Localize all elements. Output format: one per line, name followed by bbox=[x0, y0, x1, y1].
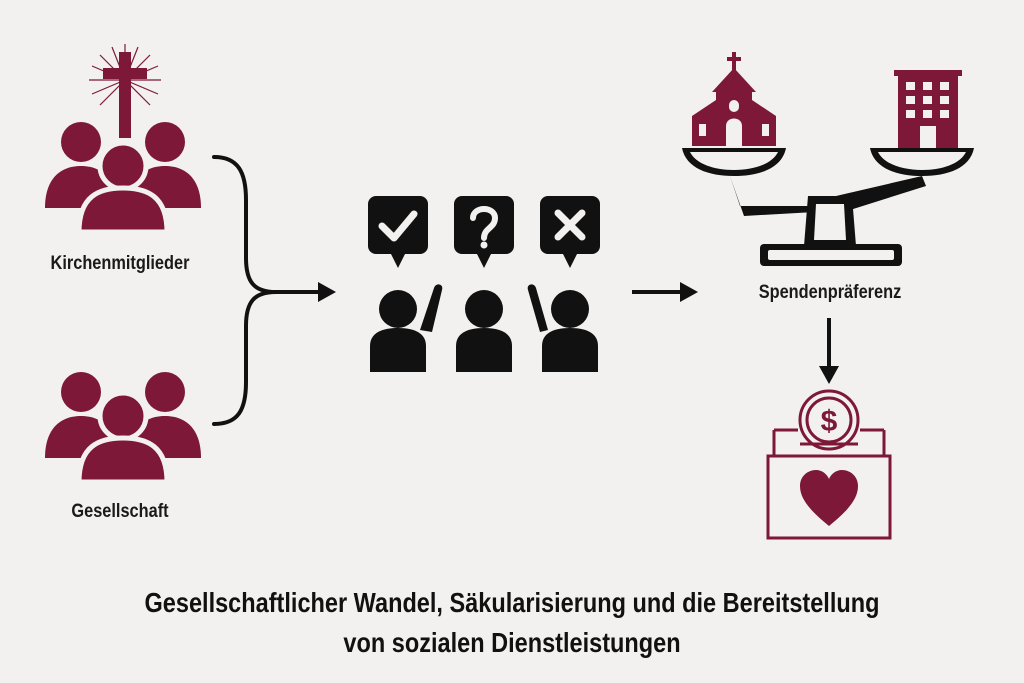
church-members-icon bbox=[45, 44, 201, 232]
person-middle-icon bbox=[456, 290, 512, 372]
dollar-icon: $ bbox=[821, 405, 838, 438]
caption-line-2: von sozialen Dienstleistungen bbox=[343, 627, 681, 658]
balance-scale-icon bbox=[682, 52, 974, 266]
arrow-down bbox=[819, 318, 839, 384]
check-bubble-icon bbox=[368, 196, 428, 268]
society-icon bbox=[45, 372, 201, 482]
arrow-head bbox=[318, 282, 336, 302]
donation-preference-label: Spendenpräferenz bbox=[758, 282, 902, 303]
society-label: Gesellschaft bbox=[71, 501, 169, 522]
diagram-caption: Gesellschaftlicher Wandel, Säkularisieru… bbox=[99, 583, 926, 663]
donation-box-icon: $ bbox=[766, 389, 892, 540]
voting-people-icon bbox=[368, 196, 600, 372]
heart-icon bbox=[800, 470, 858, 526]
building-icon bbox=[894, 70, 962, 148]
cross-bubble-icon bbox=[540, 196, 600, 268]
merge-brace bbox=[212, 155, 320, 426]
caption-line-1: Gesellschaftlicher Wandel, Säkularisieru… bbox=[144, 587, 880, 618]
person-right-icon bbox=[527, 284, 598, 372]
question-bubble-icon bbox=[454, 196, 514, 268]
person-left-icon bbox=[370, 284, 443, 372]
arrow-right bbox=[632, 282, 698, 302]
church-members-label: Kirchenmitglieder bbox=[50, 253, 190, 274]
church-icon bbox=[692, 52, 776, 146]
